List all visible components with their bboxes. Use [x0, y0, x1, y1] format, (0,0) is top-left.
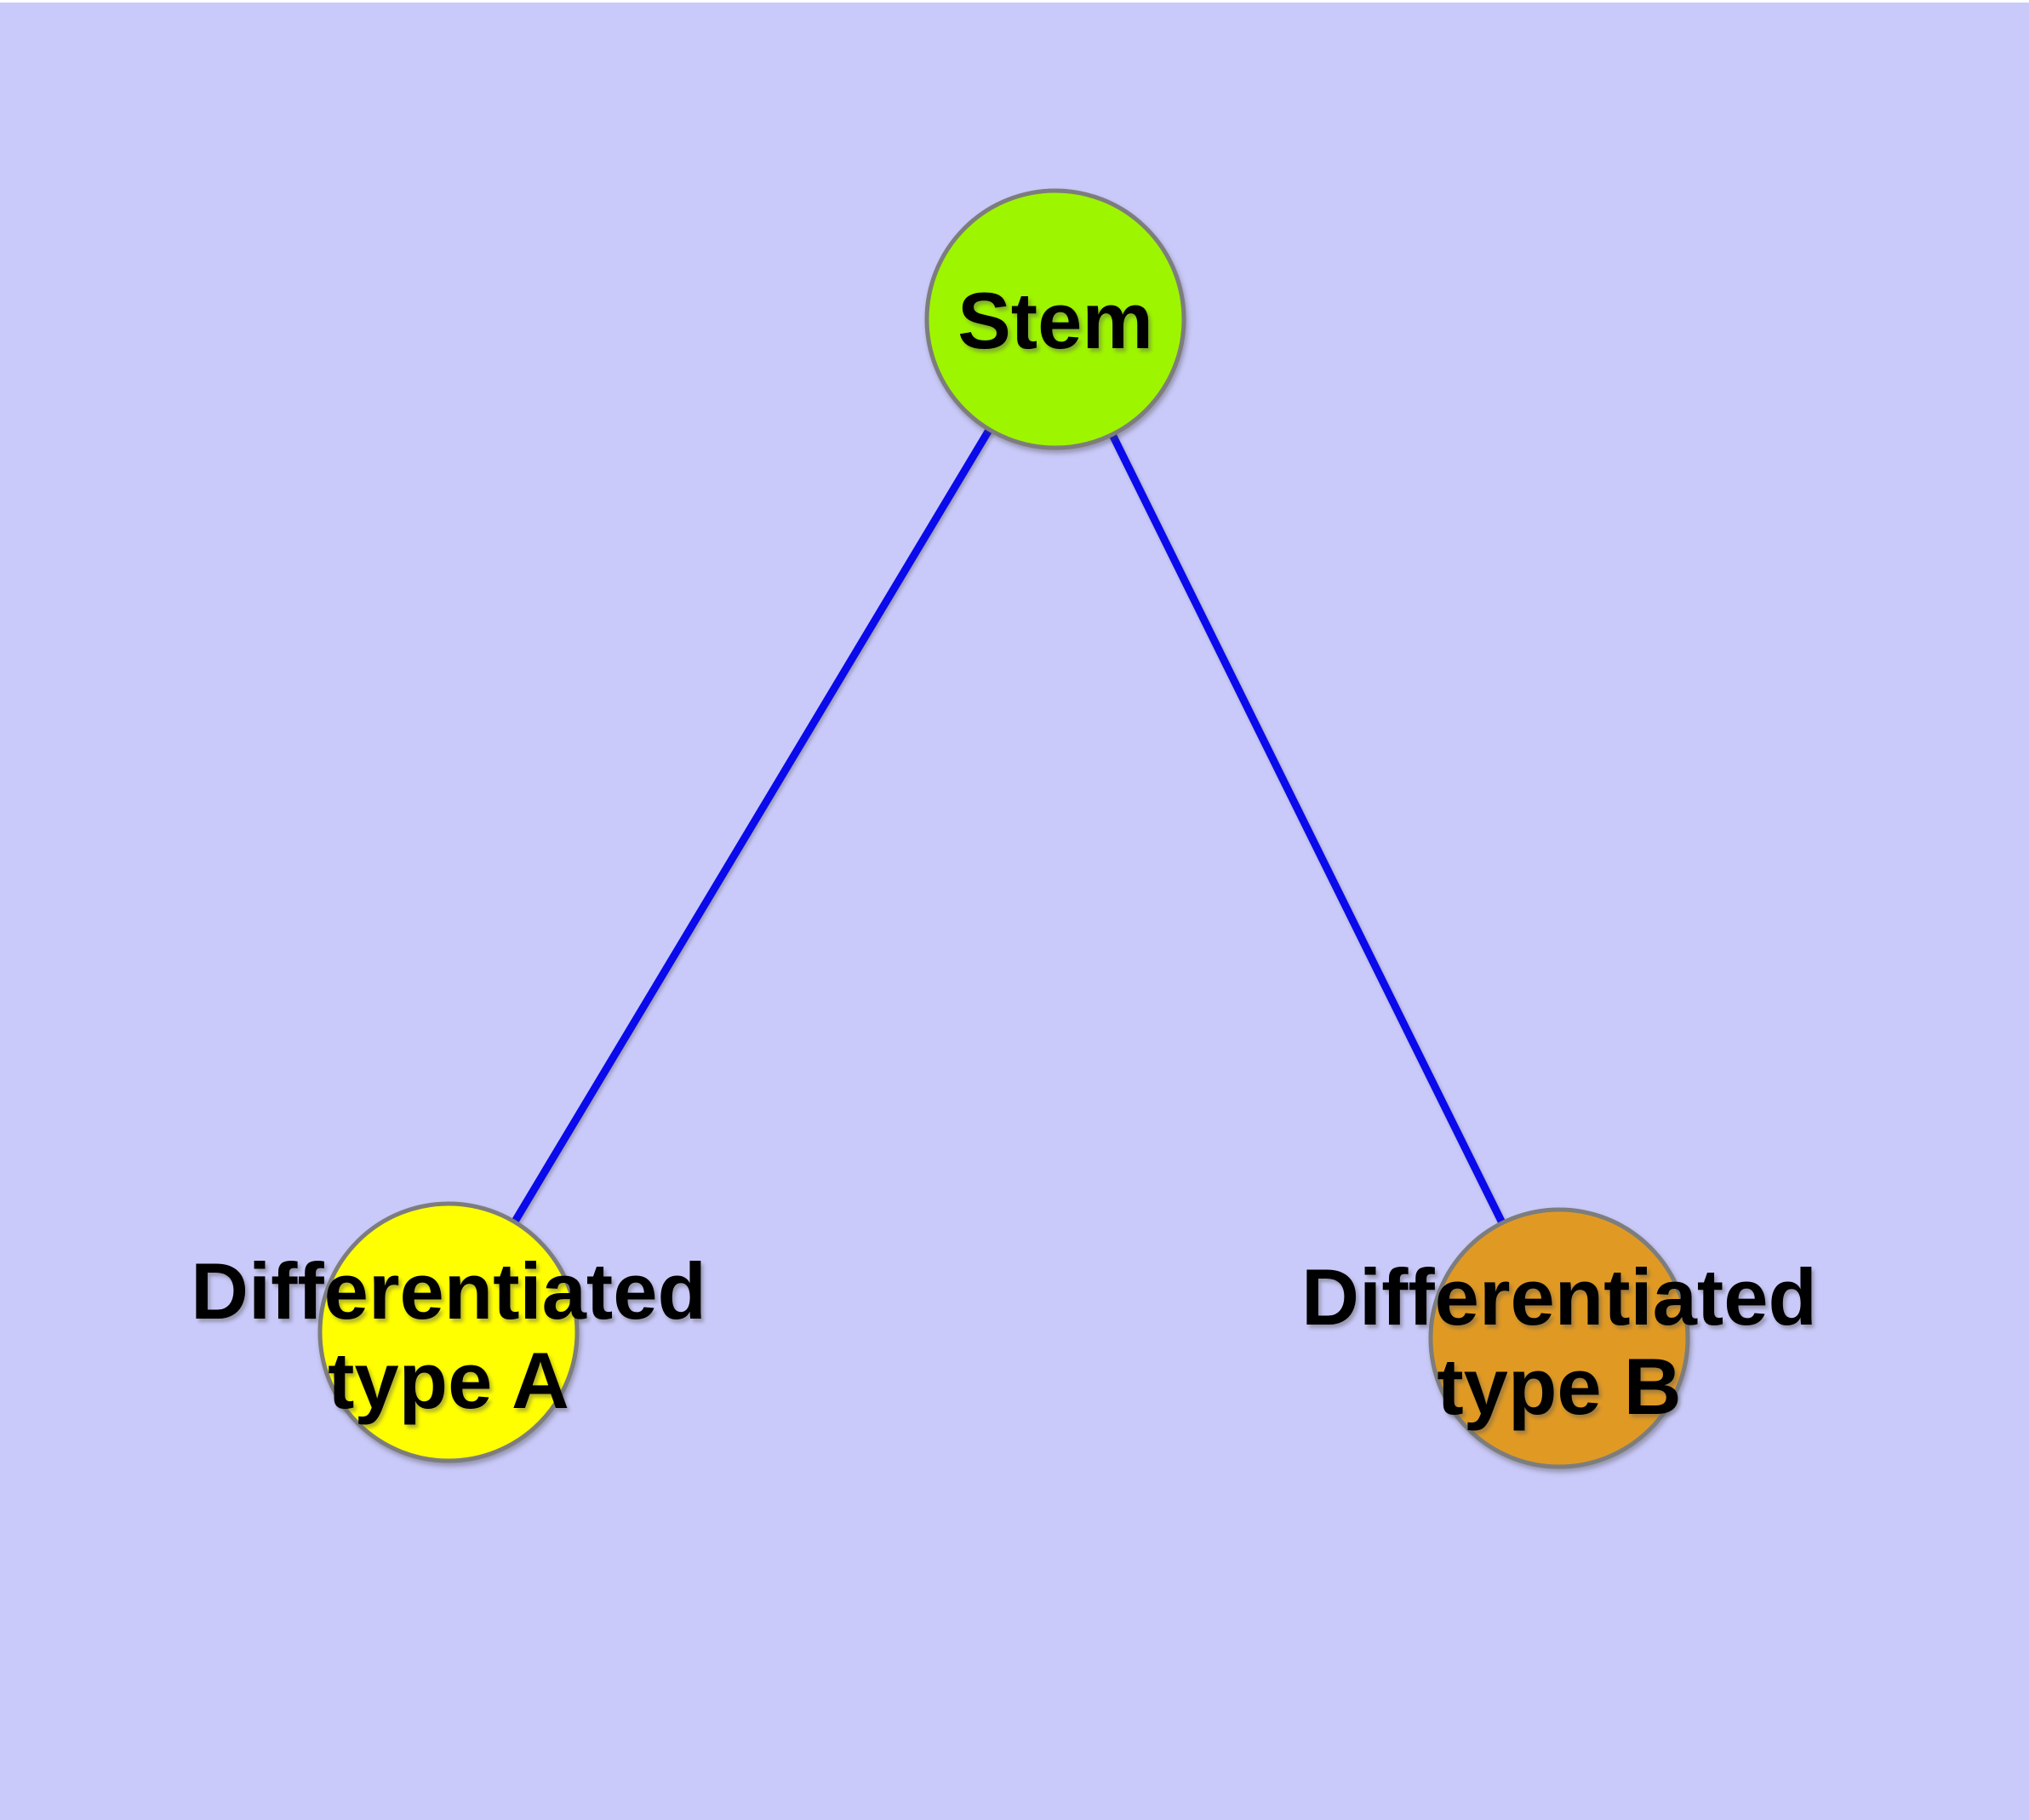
- node-type-b-circle: [1428, 1207, 1690, 1469]
- node-stem-label: Stem: [957, 276, 1153, 365]
- node-type-a-circle: [317, 1201, 580, 1463]
- node-type-b-label-line2: type B: [1437, 1342, 1681, 1431]
- top-white-strip: [0, 0, 2029, 3]
- node-type-b: Differentiated type B: [1301, 1207, 1817, 1469]
- node-type-b-label-line1: Differentiated: [1301, 1252, 1817, 1342]
- node-type-a-label-line2: type A: [328, 1336, 569, 1425]
- edge-stem-to-type-a: [444, 315, 1060, 1336]
- node-stem-circle: [924, 188, 1186, 450]
- node-type-a: Differentiated type A: [191, 1201, 706, 1463]
- node-type-a-label-line1: Differentiated: [191, 1246, 706, 1336]
- node-stem: Stem: [924, 188, 1186, 450]
- edge-stem-to-type-b: [1051, 315, 1563, 1342]
